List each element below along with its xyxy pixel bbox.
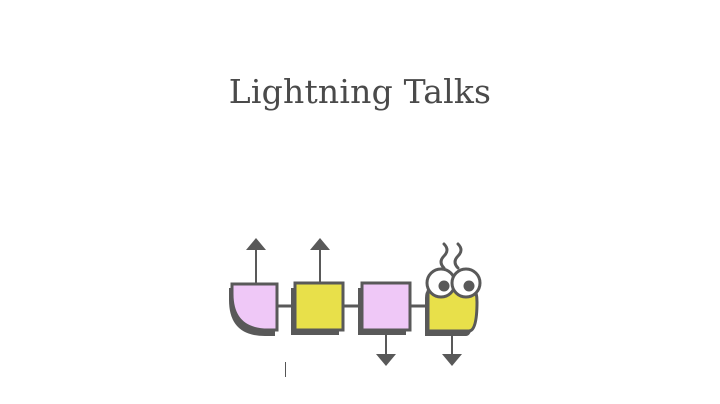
yellow-block xyxy=(291,281,345,335)
pink-block xyxy=(358,281,412,335)
pink-block-rounded xyxy=(229,282,279,336)
text-cursor xyxy=(285,362,286,377)
antenna-icon xyxy=(439,242,463,270)
arrow-up-icon xyxy=(310,238,330,283)
arrow-up-icon xyxy=(246,238,266,283)
eye-icon xyxy=(450,267,482,299)
arrow-down-icon xyxy=(376,330,396,366)
slide-title: Lightning Talks xyxy=(228,72,492,111)
